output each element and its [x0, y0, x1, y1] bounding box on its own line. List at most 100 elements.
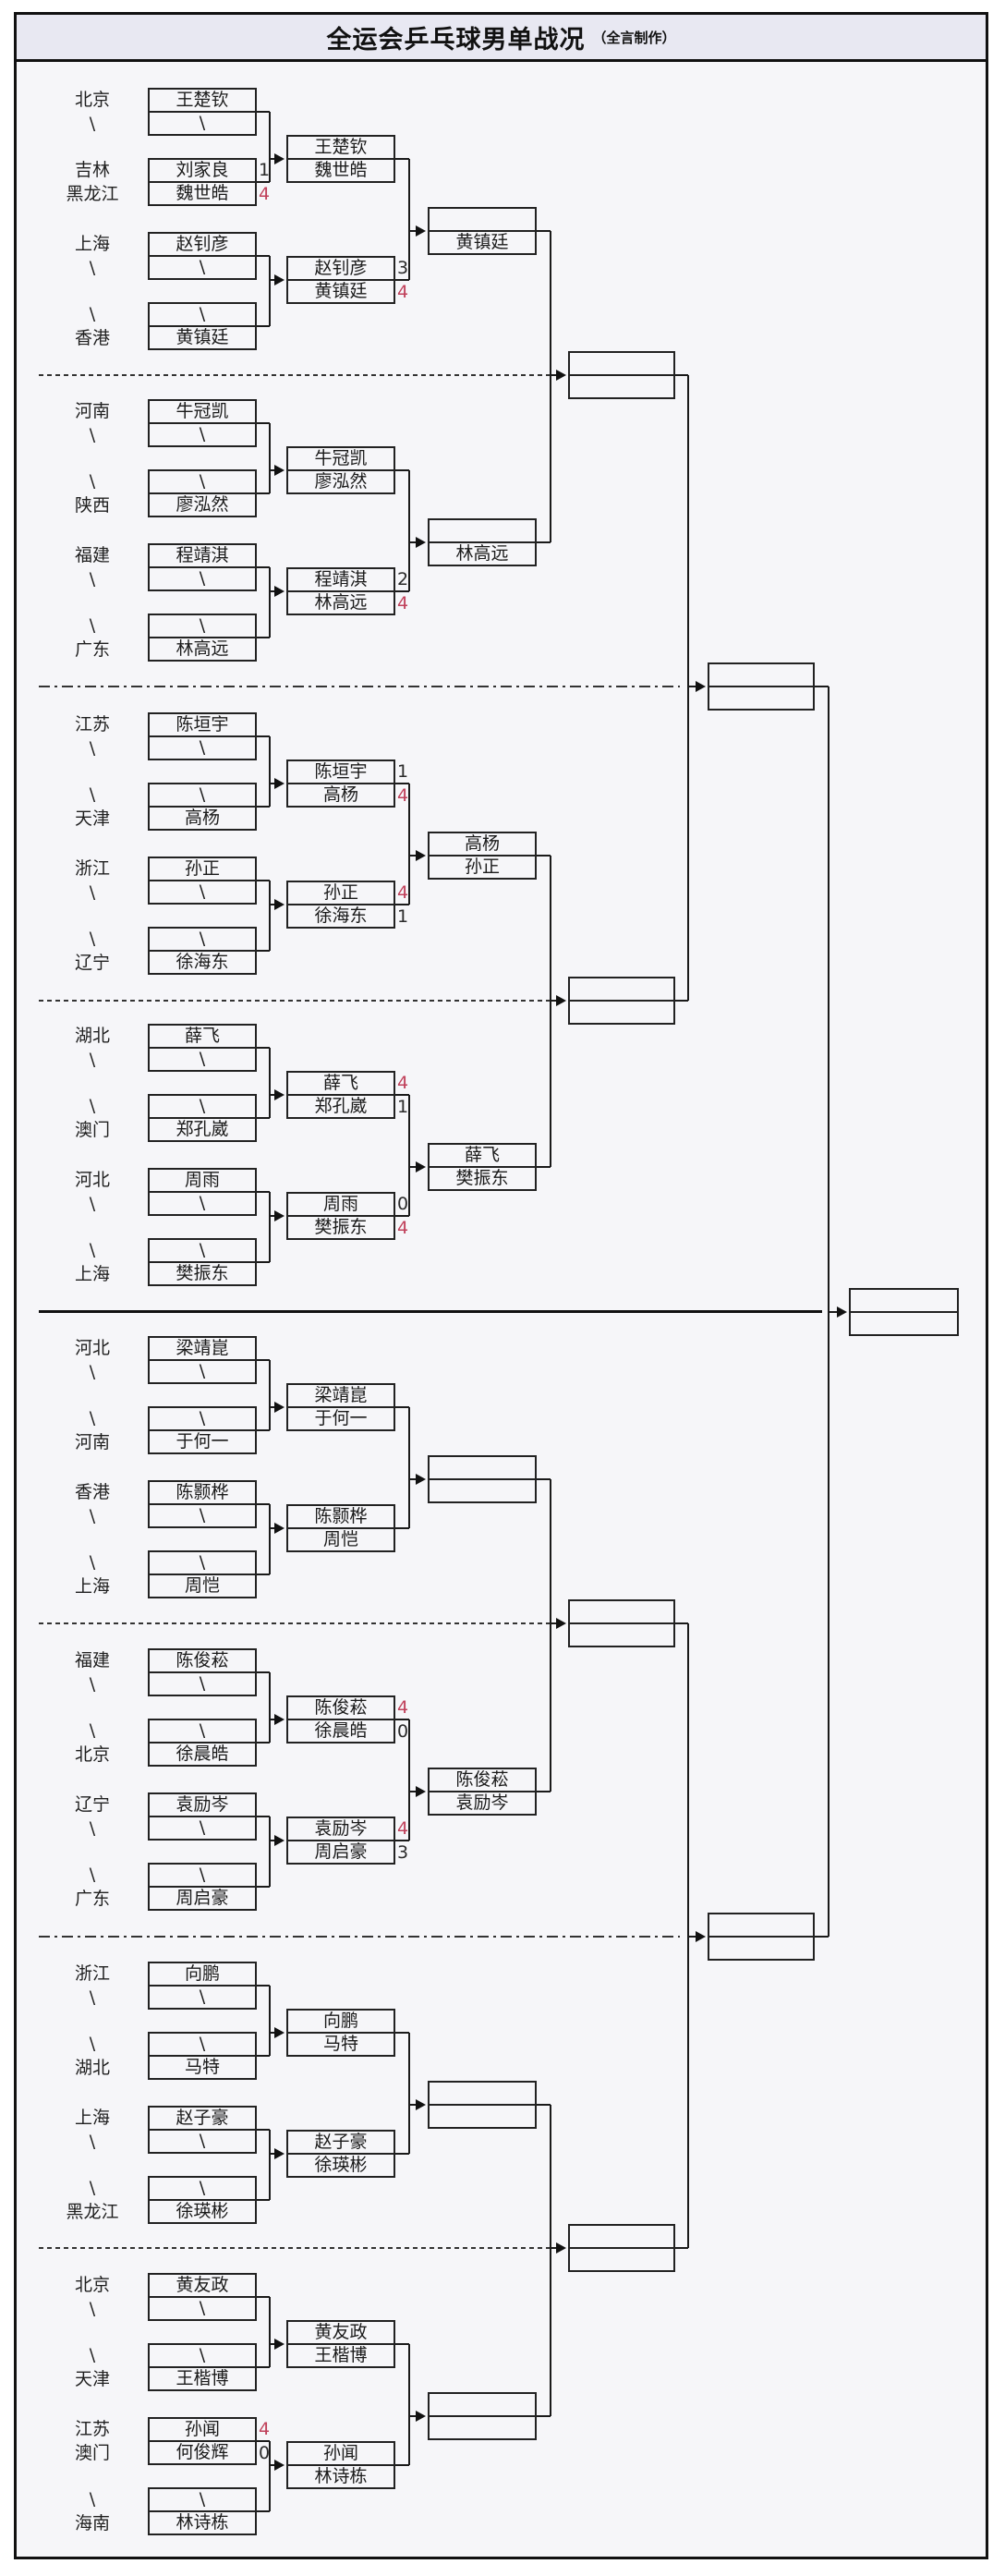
connector-line: [537, 1791, 551, 1792]
bye-row: \: [150, 1865, 255, 1888]
bye-slash-label: \: [89, 569, 96, 589]
bye-slash-label: \: [89, 1240, 96, 1260]
player-name-row: 王楚钦: [150, 90, 255, 113]
arrow-right-icon: [274, 465, 285, 476]
section-divider-dashed: [39, 1000, 552, 1002]
connector-line: [395, 1094, 409, 1096]
player-name-row: 王楚钦: [288, 137, 394, 160]
connector-line: [675, 1000, 688, 1002]
bye-slash-label: \: [89, 1674, 96, 1695]
connector-line: [269, 736, 271, 807]
arrow-right-icon: [416, 1786, 426, 1797]
province-label: 澳门: [74, 1120, 110, 1140]
match-box-r1: 陈俊菘\: [148, 1648, 257, 1696]
province-label: 香港: [74, 328, 110, 348]
connector-line: [257, 2366, 270, 2368]
player-name-row: 林高远: [455, 543, 509, 564]
connector-line: [675, 1622, 688, 1624]
player-name-row: 赵钊彦: [288, 258, 394, 281]
match-box-r3: [428, 1455, 537, 1503]
empty-row: [570, 1624, 673, 1646]
player-name-row: 徐瑛彬: [314, 2155, 368, 2175]
province-label: 上海: [74, 2108, 110, 2128]
connector-line: [395, 158, 409, 160]
bye-row: \: [199, 2131, 206, 2151]
match-box-r1: 向鹏\: [148, 1962, 257, 2010]
connector-line: [408, 1719, 410, 1841]
arrow-right-icon: [416, 225, 426, 237]
connector-line: [257, 2055, 270, 2057]
arrow-right-icon: [274, 1714, 285, 1725]
match-box-r3: [428, 2392, 537, 2440]
bye-slash-label: \: [89, 738, 96, 759]
connector-line: [395, 904, 409, 905]
player-name-row: 孙正: [464, 857, 500, 877]
empty-row: [430, 1480, 535, 1501]
arrow-right-icon: [416, 850, 426, 861]
connector-line: [537, 1166, 551, 1168]
match-box-r2: 赵钊彦黄镇廷: [286, 256, 395, 304]
province-label: 澳门: [74, 2443, 110, 2463]
connector-line: [257, 1574, 270, 1575]
player-name-row: 徐瑛彬: [176, 2201, 229, 2221]
connector-line: [257, 1985, 270, 1987]
match-box-r1: \高杨: [148, 783, 257, 831]
connector-line: [537, 541, 551, 543]
match-box-r3: 林高远: [428, 518, 537, 566]
connector-line: [408, 1095, 410, 1216]
province-label: 上海: [74, 234, 110, 254]
arrow-right-icon: [274, 1210, 285, 1221]
connector-line: [395, 1840, 409, 1841]
connector-line: [257, 111, 270, 113]
quarter-divider-dashdot: [39, 1936, 680, 1938]
empty-row: [709, 1938, 813, 1959]
bye-row: \: [150, 1240, 255, 1263]
province-label: 江苏: [74, 2419, 110, 2439]
connector-line: [269, 1504, 271, 1574]
arrow-right-icon: [416, 537, 426, 548]
bye-slash-label: \: [89, 304, 96, 324]
connector-line: [257, 806, 270, 808]
province-label: 辽宁: [74, 953, 110, 973]
player-name-row: 袁励岑: [455, 1792, 509, 1813]
connector-line: [257, 1886, 270, 1888]
connector-line: [257, 1742, 270, 1744]
match-score: 0: [397, 1721, 409, 1742]
match-score: 4: [259, 184, 271, 204]
province-label: 福建: [74, 1650, 110, 1671]
player-name-row: 黄镇廷: [455, 232, 509, 252]
match-box-r2: 孙闻林诗栋: [286, 2441, 395, 2489]
connector-line: [537, 2415, 551, 2417]
match-box-r3: 陈俊菘袁励岑: [428, 1768, 537, 1816]
province-label: 陕西: [74, 495, 110, 516]
bye-row: \: [150, 2178, 255, 2201]
match-score: 4: [397, 593, 409, 614]
match-box-r2: 陈垣宇高杨: [286, 759, 395, 808]
bye-slash-label: \: [89, 114, 96, 134]
player-name-row: 林诗栋: [176, 2512, 229, 2533]
player-name-row: 樊振东: [176, 1263, 229, 1283]
match-score: 1: [397, 761, 409, 782]
player-name-row: 孙闻: [150, 2419, 255, 2442]
empty-row: [430, 2083, 535, 2106]
player-name-row: 周恺: [322, 1529, 358, 1549]
match-box-r1: \黄镇廷: [148, 302, 257, 350]
player-name-row: 牛冠凯: [288, 448, 394, 471]
player-name-row: 程靖淇: [150, 545, 255, 568]
match-score: 2: [397, 569, 409, 589]
connector-line: [675, 2247, 688, 2249]
connector-line: [395, 469, 409, 471]
section-divider-dashed: [39, 374, 552, 376]
empty-row: [570, 376, 673, 397]
bye-row: \: [199, 1987, 206, 2007]
player-name-row: 陈俊菘: [288, 1697, 394, 1720]
arrow-right-icon: [556, 370, 566, 381]
connector-line: [257, 2510, 270, 2512]
bye-row: \: [150, 471, 255, 494]
empty-row: [570, 1601, 673, 1624]
player-name-row: 王楷博: [176, 2368, 229, 2388]
connector-line: [550, 231, 551, 542]
player-name-row: 马特: [184, 2057, 220, 2077]
bye-row: \: [150, 615, 255, 638]
connector-line: [815, 1936, 829, 1938]
